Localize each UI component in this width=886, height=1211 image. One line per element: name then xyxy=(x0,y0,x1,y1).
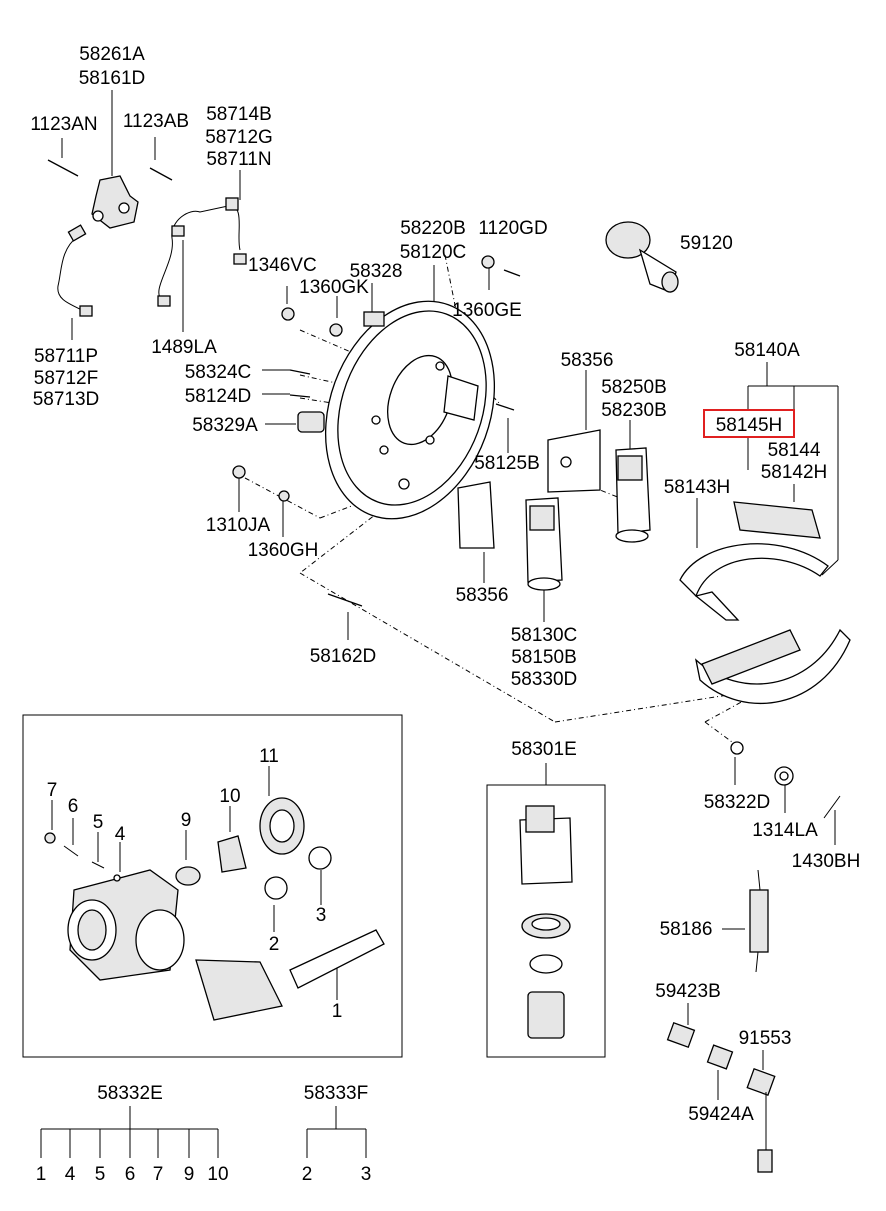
label-58712F: 58712F xyxy=(34,368,98,389)
label-59424A: 59424A xyxy=(688,1104,754,1125)
label-58125B: 58125B xyxy=(474,453,540,474)
label-58150B: 58150B xyxy=(511,647,577,668)
label-58356-lower: 58356 xyxy=(456,585,509,606)
bleeder-screw-drawing xyxy=(327,593,363,607)
small-hardware-drawing xyxy=(232,255,521,502)
callout-7: 7 xyxy=(47,780,58,801)
brake-tube-left-drawing xyxy=(57,224,93,317)
label-58328: 58328 xyxy=(350,261,403,282)
label-1360GE: 1360GE xyxy=(452,300,522,321)
label-58140A: 58140A xyxy=(734,340,800,361)
kit-58332E-item-4: 4 xyxy=(65,1164,76,1185)
assembly-dashed-lines xyxy=(244,254,761,743)
backing-plate-drawing xyxy=(324,300,496,520)
label-58143H: 58143H xyxy=(664,477,731,498)
brake-shoe-lower-drawing xyxy=(694,628,851,705)
inset-wheel-cylinder-drawing xyxy=(44,797,385,1021)
label-1489LA: 1489LA xyxy=(151,337,217,358)
callout-6: 6 xyxy=(68,796,79,817)
callout-1: 1 xyxy=(332,1001,343,1022)
label-1123AB: 1123AB xyxy=(123,111,189,132)
kit-58333F-title: 58333F xyxy=(304,1083,368,1104)
label-58713D: 58713D xyxy=(33,389,100,410)
brake-hose-fitting-drawing xyxy=(47,159,173,229)
label-1310JA: 1310JA xyxy=(206,515,271,536)
label-58329A: 58329A xyxy=(192,415,258,436)
label-59120: 59120 xyxy=(680,233,733,254)
label-58356-upper: 58356 xyxy=(561,350,614,371)
label-1314LA: 1314LA xyxy=(752,820,818,841)
brake-shoe-upper-drawing xyxy=(679,501,829,621)
label-58324C: 58324C xyxy=(185,362,252,383)
highlight-box-58145H xyxy=(703,409,795,438)
wheel-cylinder-kit-inset xyxy=(22,714,403,1058)
label-58144: 58144 xyxy=(768,440,821,461)
label-58161D: 58161D xyxy=(79,68,146,89)
inset-58301E-drawing xyxy=(519,805,573,1039)
58301E-kit-inset xyxy=(486,784,606,1058)
label-58124D: 58124D xyxy=(185,386,252,407)
kit-58332E-item-5: 5 xyxy=(95,1164,106,1185)
label-58162D: 58162D xyxy=(310,646,377,667)
wheel-cylinder-drawings xyxy=(525,447,651,591)
label-1120GD: 1120GD xyxy=(478,218,547,239)
label-58250B: 58250B xyxy=(601,377,667,398)
kit-58333F-item-3: 3 xyxy=(361,1164,372,1185)
kit-58332E-title: 58332E xyxy=(97,1083,163,1104)
kit-58332E-item-10: 10 xyxy=(207,1164,228,1185)
kit-58332E-item-6: 6 xyxy=(125,1164,136,1185)
label-58711N: 58711N xyxy=(206,149,271,170)
label-58230B: 58230B xyxy=(601,400,667,421)
label-58330D: 58330D xyxy=(511,669,578,690)
kit-58332E-item-1: 1 xyxy=(36,1164,47,1185)
kit-tree-58332E: 58332E 1 4 5 6 7 9 10 xyxy=(36,1083,229,1185)
label-58186: 58186 xyxy=(660,919,713,940)
label-58711P: 58711P xyxy=(34,346,98,367)
axle-hub-drawing xyxy=(605,221,679,293)
label-91553: 91553 xyxy=(739,1028,792,1049)
kit-58333F-item-2: 2 xyxy=(302,1164,313,1185)
label-1430BH: 1430BH xyxy=(792,851,861,872)
label-58145H: 58145H xyxy=(716,415,783,436)
leader-lines xyxy=(51,90,839,1100)
label-58714B: 58714B xyxy=(206,104,272,125)
callout-9: 9 xyxy=(181,810,192,831)
label-1346VC: 1346VC xyxy=(248,255,317,276)
label-1123AN: 1123AN xyxy=(30,114,97,135)
inset-callouts: 7 6 5 4 9 10 11 2 3 1 xyxy=(47,746,343,1022)
label-58120C: 58120C xyxy=(400,242,467,263)
part-labels: 58261A 58161D 1123AN 1123AB 58714B 58712… xyxy=(30,44,860,1125)
label-1360GK: 1360GK xyxy=(299,277,369,298)
label-59423B: 59423B xyxy=(655,981,721,1002)
label-58220B: 58220B xyxy=(400,218,466,239)
label-1360GH: 1360GH xyxy=(248,540,319,561)
nuts-springs-drawing xyxy=(666,741,841,1173)
callout-2: 2 xyxy=(269,934,280,955)
label-58130C: 58130C xyxy=(511,625,578,646)
kit-tree-58333F: 58333F 2 3 xyxy=(302,1083,372,1185)
callout-5: 5 xyxy=(93,812,104,833)
brake-tube-right-drawing xyxy=(157,197,247,307)
adjuster-plates-drawing xyxy=(457,429,601,549)
callout-11: 11 xyxy=(259,746,279,767)
label-58261A: 58261A xyxy=(79,44,145,65)
callout-3: 3 xyxy=(316,905,327,926)
label-58142H: 58142H xyxy=(761,462,828,483)
callout-4: 4 xyxy=(115,824,126,845)
kit-58332E-item-7: 7 xyxy=(153,1164,164,1185)
label-58712G: 58712G xyxy=(205,127,273,148)
label-58322D: 58322D xyxy=(704,792,771,813)
callout-10: 10 xyxy=(219,786,240,807)
label-58301E: 58301E xyxy=(511,739,577,760)
kit-58332E-item-9: 9 xyxy=(184,1164,195,1185)
